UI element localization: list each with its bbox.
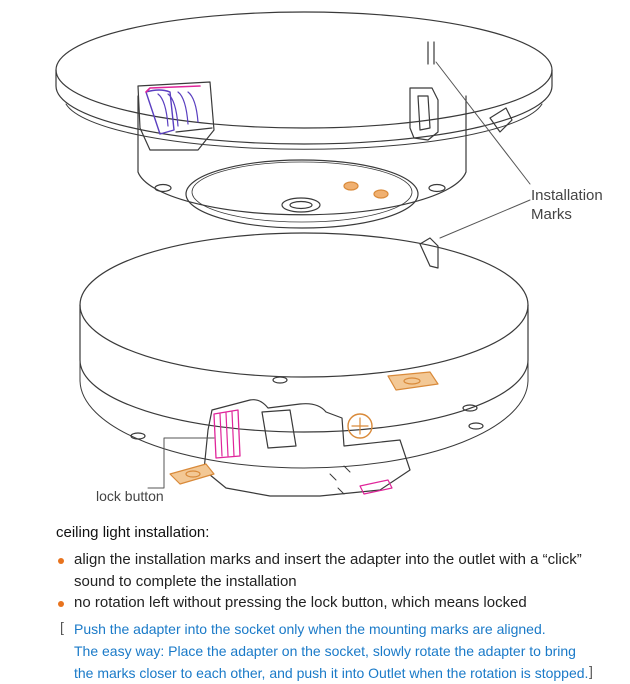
installation-marks-leader <box>435 61 531 239</box>
bullet-text: align the installation marks and insert … <box>74 551 582 590</box>
note-bracket-close: ] <box>589 663 593 679</box>
instructions-section: ceiling light installation: align the in… <box>0 512 630 681</box>
note-line: Push the adapter into the socket only wh… <box>74 621 546 637</box>
adapter-plate <box>55 11 553 229</box>
bullet-dot-icon <box>58 601 64 607</box>
ceiling-outlet <box>79 232 529 469</box>
installation-diagram: Installation Marks lock button <box>55 11 603 504</box>
adapter-latch <box>137 81 215 151</box>
instructions-title: ceiling light installation: <box>56 524 210 541</box>
lock-button-label: lock button <box>96 488 164 504</box>
outlet-socket <box>169 371 439 497</box>
installation-marks-label-line1: Installation <box>531 187 603 204</box>
bullet-text: no rotation left without pressing the lo… <box>74 594 527 611</box>
adapter-hook <box>409 41 513 141</box>
note-bracket-open: [ <box>60 619 64 635</box>
diagram-svg <box>55 11 553 497</box>
installation-marks-label-line2: Marks <box>531 206 572 223</box>
bullet-dot-icon <box>58 558 64 564</box>
note-line: the marks closer to each other, and push… <box>74 665 589 681</box>
lock-button-leader <box>147 437 215 489</box>
bullet-item: no rotation left without pressing the lo… <box>56 592 616 614</box>
bullet-item: align the installation marks and insert … <box>56 549 616 593</box>
note-line: The easy way: Place the adapter on the s… <box>74 643 576 659</box>
installation-marks-label: Installation Marks <box>531 186 603 224</box>
